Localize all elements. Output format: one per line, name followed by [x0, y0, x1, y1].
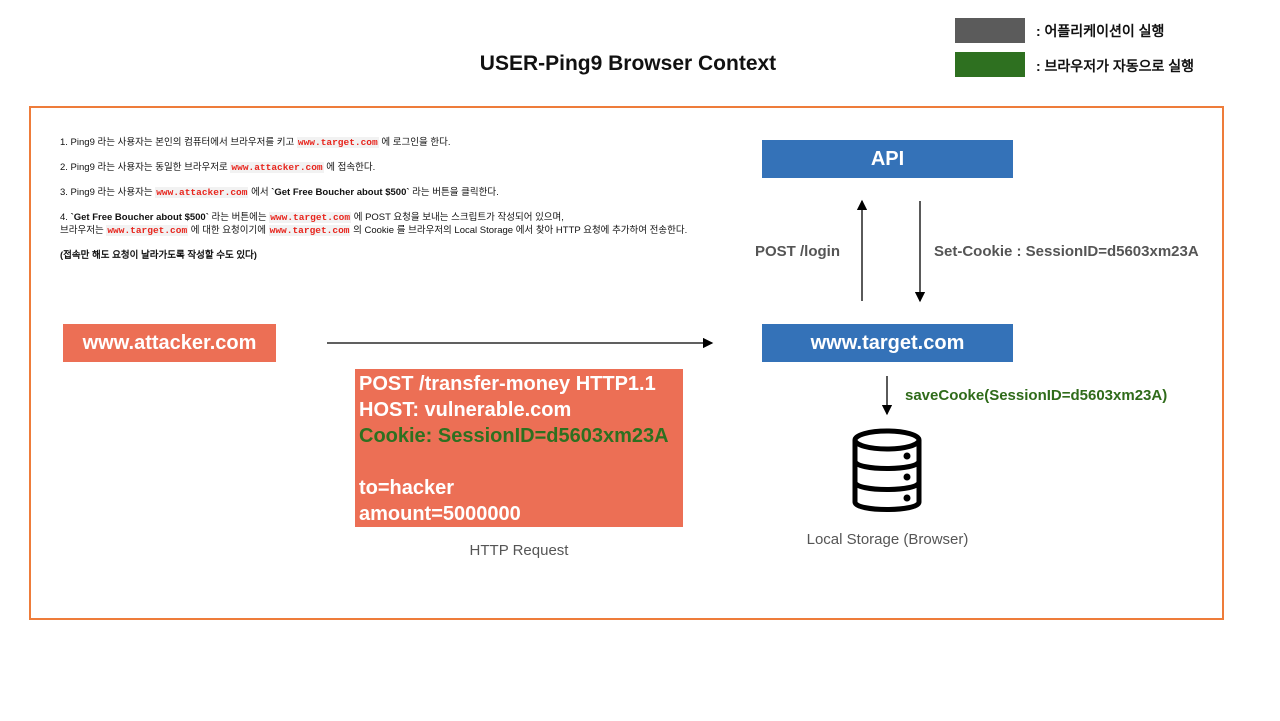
steps-description: 1. Ping9 라는 사용자는 본인의 컴퓨터에서 브라우저를 키고 www.…	[60, 136, 760, 274]
legend-label-browser: : 브라우저가 자동으로 실행	[1036, 58, 1195, 74]
http-request-caption: HTTP Request	[469, 542, 569, 559]
request-body-to: to=hacker	[359, 477, 455, 499]
step-2: 2. Ping9 라는 사용자는 동일한 브라우저로 www.attacker.…	[60, 162, 376, 173]
legend-swatch-browser	[955, 52, 1025, 77]
database-icon	[852, 428, 922, 512]
diagram-title: USER-Ping9 Browser Context	[479, 52, 777, 75]
http-request-box: POST /transfer-money HTTP1.1 HOST: vulne…	[355, 369, 683, 527]
api-box: API	[762, 140, 1013, 178]
target-box: www.target.com	[762, 324, 1013, 362]
attacker-box: www.attacker.com	[63, 324, 276, 362]
browser-context-frame	[29, 106, 1224, 620]
step-3: 3. Ping9 라는 사용자는 www.attacker.com 에서 `Ge…	[60, 187, 499, 198]
label-save-cookie: saveCooke(SessionID=d5603xm23A)	[905, 387, 1168, 404]
request-line: POST /transfer-money HTTP1.1	[359, 373, 656, 395]
request-host: HOST: vulnerable.com	[359, 399, 572, 421]
legend-label-application: : 어플리케이션이 실행	[1036, 23, 1165, 39]
step-note: (접속만 해도 요청이 날라가도록 작성할 수도 있다)	[60, 250, 257, 261]
label-set-cookie: Set-Cookie : SessionID=d5603xm23A	[934, 243, 1199, 260]
legend-swatch-application	[955, 18, 1025, 43]
step-1: 1. Ping9 라는 사용자는 본인의 컴퓨터에서 브라우저를 키고 www.…	[60, 137, 451, 148]
request-blank	[359, 449, 683, 475]
step-4: 4. `Get Free Boucher about $500` 라는 버튼에는…	[60, 212, 688, 236]
request-body-amount: amount=5000000	[359, 503, 521, 525]
label-post-login: POST /login	[755, 243, 840, 260]
local-storage-caption: Local Storage (Browser)	[806, 531, 969, 548]
request-cookie: Cookie: SessionID=d5603xm23A	[359, 425, 669, 447]
